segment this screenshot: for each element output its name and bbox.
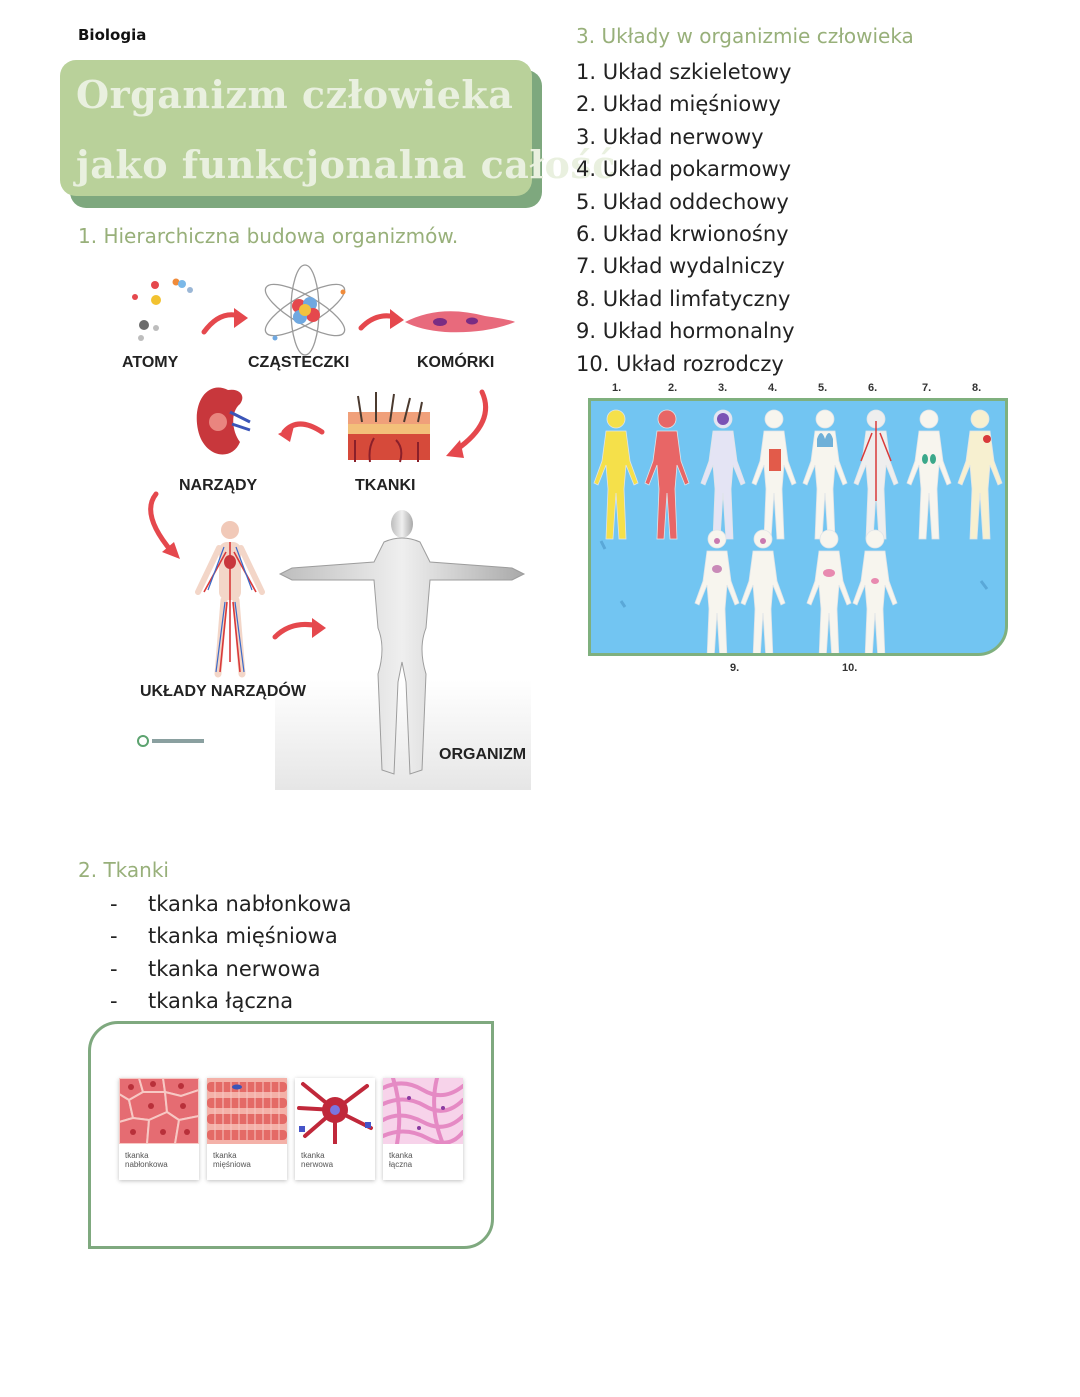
section-1-heading: 1. Hierarchiczna budowa organizmów. — [78, 224, 459, 248]
list-item: 6. Układ krwionośny — [576, 221, 789, 246]
lymphatic-system-figure — [957, 409, 1003, 540]
list-item: - tkanka łączna — [110, 985, 351, 1017]
atoms-icon — [132, 278, 193, 341]
cells-icon — [405, 311, 515, 333]
tissues-list: - tkanka nabłonkowa - tkanka mięśniowa - tk… — [110, 888, 351, 1018]
list-item: 3. Układ nerwowy — [576, 124, 764, 149]
system-number: 9. — [730, 662, 740, 674]
endocrine-system-figure-female — [694, 529, 740, 660]
epithelial-tissue-image — [118, 1077, 200, 1145]
system-number: 8. — [972, 382, 982, 394]
list-item: 4. Układ pokarmowy — [576, 157, 792, 182]
section-3-heading: 3. Układy w organizmie człowieka — [576, 24, 914, 48]
title-card: Organizm człowieka jako funkcjonalna cał… — [60, 60, 615, 196]
digestive-system-figure — [751, 409, 797, 540]
organism-figure — [275, 510, 531, 790]
list-dash: - — [110, 989, 118, 1014]
reproductive-system-figure-female — [806, 529, 852, 660]
label-tissues: TKANKI — [355, 477, 416, 494]
molecule-icon — [264, 264, 346, 356]
reproductive-system-figure-male — [852, 529, 898, 660]
label-molecules: CZĄSTECZKI — [248, 354, 350, 371]
muscle-tissue-image — [207, 1078, 287, 1144]
list-item-text: tkanka nerwowa — [148, 956, 321, 981]
hierarchy-diagram: ATOMY CZĄSTECZKI KOMÓRKI NARZĄDY TKANKI … — [100, 262, 540, 792]
system-number: 7. — [922, 382, 932, 394]
label-cells: KOMÓRKI — [417, 354, 495, 371]
subject-label: Biologia — [78, 26, 147, 44]
list-item: - tkanka nabłonkowa — [110, 888, 351, 920]
list-dash: - — [110, 924, 118, 949]
organ-systems-icon — [195, 521, 265, 678]
label-organ-systems: UKŁADY NARZĄDÓW — [140, 683, 306, 700]
label-organism: ORGANIZM — [439, 746, 527, 763]
connective-tissue-image — [381, 1076, 465, 1146]
list-item: 5. Układ oddechowy — [576, 189, 789, 214]
skeletal-system-figure — [593, 409, 639, 540]
tissues-icon — [348, 392, 430, 463]
excretory-system-figure — [906, 409, 952, 540]
system-number: 3. — [718, 382, 728, 394]
system-number: 10. — [842, 662, 858, 674]
organ-systems-list: 1. Układ szkieletowy 2. Układ mięśniowy … — [576, 56, 795, 380]
list-item-text: tkanka mięśniowa — [148, 924, 338, 949]
nervous-system-figure — [700, 409, 746, 540]
label-organs: NARZĄDY — [179, 477, 258, 494]
title-line-2: jako funkcjonalna całość — [76, 142, 616, 187]
respiratory-system-figure — [802, 409, 848, 540]
list-item-text: tkanka łączna — [148, 989, 294, 1014]
arrow-icon — [453, 389, 489, 453]
arrow-icon — [148, 491, 175, 555]
list-item: 10. Układ rozrodczy — [576, 351, 784, 376]
list-item: 8. Układ limfatyczny — [576, 286, 791, 311]
hierarchy-illustration — [132, 264, 531, 790]
list-item: - tkanka nerwowa — [110, 953, 351, 985]
endocrine-system-figure-male — [740, 529, 786, 660]
system-number: 6. — [868, 382, 878, 394]
list-item: - tkanka mięśniowa — [110, 920, 351, 952]
list-item-text: tkanka nabłonkowa — [148, 892, 352, 916]
section-2-heading: 2. Tkanki — [78, 858, 169, 882]
system-number: 4. — [768, 382, 778, 394]
body-systems-illustration — [593, 409, 1003, 660]
list-item: 9. Układ hormonalny — [576, 319, 795, 344]
nervous-tissue-image — [295, 1078, 375, 1146]
list-item: 1. Układ szkieletowy — [576, 60, 792, 84]
title-line-1: Organizm człowieka — [76, 72, 514, 117]
arrow-icon — [281, 421, 325, 435]
muscular-system-figure — [644, 409, 690, 540]
list-dash: - — [110, 892, 118, 916]
system-number: 2. — [668, 382, 678, 394]
system-number: 1. — [612, 382, 622, 394]
organs-icon — [196, 387, 251, 455]
system-number: 5. — [818, 382, 828, 394]
motywator-logo-icon — [137, 735, 204, 747]
list-dash: - — [110, 956, 118, 981]
label-atoms: ATOMY — [122, 354, 179, 371]
list-item: 2. Układ mięśniowy — [576, 92, 781, 117]
list-item: 7. Układ wydalniczy — [576, 254, 785, 279]
body-systems-panel — [588, 398, 1008, 660]
arrow-icon — [272, 621, 321, 640]
